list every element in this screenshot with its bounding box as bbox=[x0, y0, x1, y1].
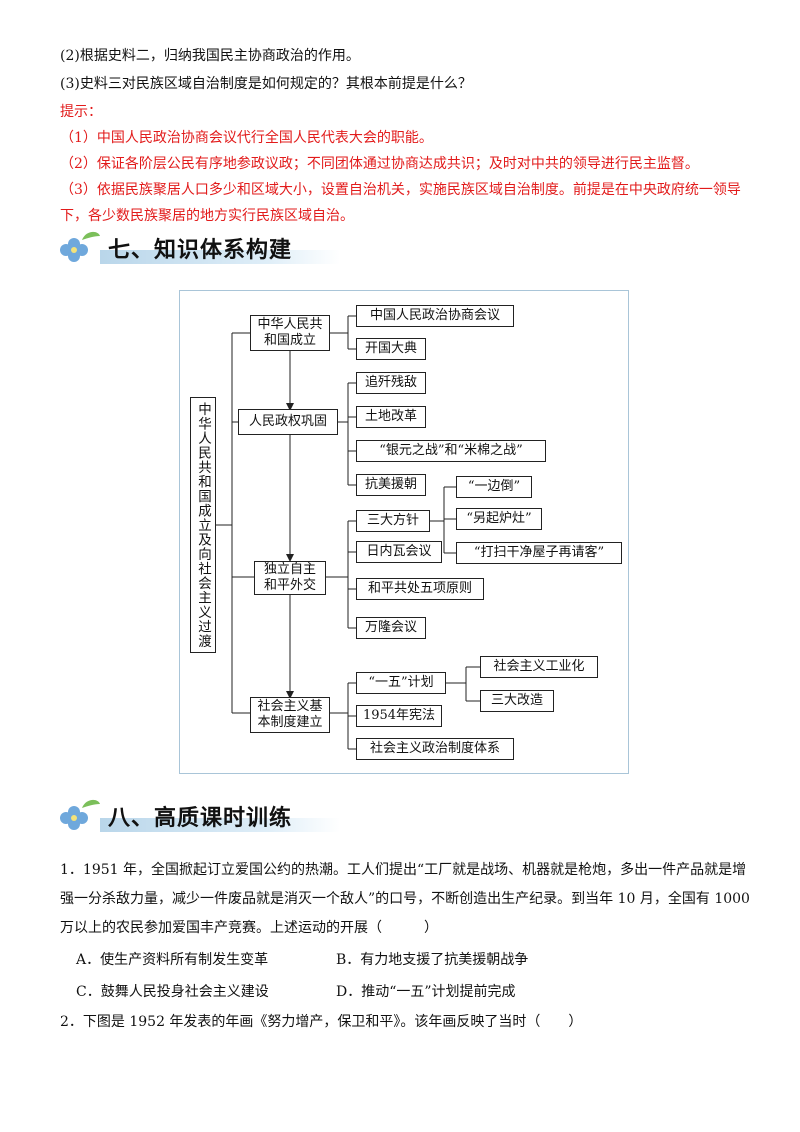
node-economic-battles: “银元之战”和“米棉之战” bbox=[356, 440, 546, 462]
section-7-title: 七、知识体系构建 bbox=[108, 238, 293, 263]
node-diplomacy-label: 独立自主和平外交 bbox=[263, 562, 316, 593]
node-constitution: 1954年宪法 bbox=[356, 705, 442, 727]
hint-line-4: 下，各少数民族聚居的地方实行民族区域自治。 bbox=[60, 208, 354, 224]
node-system-label: 社会主义基本制度建立 bbox=[257, 699, 323, 730]
node-three-policies: 三大方针 bbox=[356, 510, 430, 532]
q1-option-a[interactable]: A．使生产资料所有制发生变革 bbox=[76, 952, 269, 968]
node-clean-house: “打扫干净屋子再请客” bbox=[456, 542, 622, 564]
node-land-reform: 土地改革 bbox=[356, 406, 426, 428]
node-lean-one-side: “一边倒” bbox=[456, 476, 532, 498]
section-7-heading: 七、知识体系构建 bbox=[60, 228, 340, 268]
node-diplomacy: 独立自主和平外交 bbox=[254, 561, 326, 595]
q1-line-2: 强一分杀敌力量，减少一件废品就是消灭一个敌人”的口号，不断创造出生产纪录。到当年… bbox=[60, 891, 750, 907]
diagram-connectors bbox=[216, 315, 480, 750]
node-system: 社会主义基本制度建立 bbox=[250, 697, 330, 733]
heading-bar bbox=[100, 818, 340, 832]
root-label: 中华人民共和国成立及向社会主义过渡 bbox=[195, 401, 211, 649]
node-cppcc: 中国人民政治协商会议 bbox=[356, 305, 514, 327]
hint-line-1: （1）中国人民政治协商会议代行全国人民代表大会的职能。 bbox=[60, 130, 433, 146]
node-founding-label: 中华人民共和国成立 bbox=[257, 317, 323, 348]
node-geneva: 日内瓦会议 bbox=[356, 541, 442, 563]
flower-icon bbox=[60, 799, 100, 830]
node-five-year-plan: “一五”计划 bbox=[356, 672, 446, 694]
node-consolidation: 人民政权巩固 bbox=[238, 409, 338, 435]
q1-option-c[interactable]: C．鼓舞人民投身社会主义建设 bbox=[76, 984, 269, 1000]
node-industrialization: 社会主义工业化 bbox=[480, 656, 598, 678]
hint-label: 提示： bbox=[60, 104, 102, 120]
q1-line-1: 1．1951 年，全国掀起订立爱国公约的热潮。工人们提出“工厂就是战场、机器就是… bbox=[60, 862, 747, 878]
node-political-system: 社会主义政治制度体系 bbox=[356, 738, 514, 760]
q2-text: 2．下图是 1952 年发表的年画《努力增产，保卫和平》。该年画反映了当时（ ） bbox=[60, 1014, 583, 1030]
root-node: 中华人民共和国成立及向社会主义过渡 bbox=[190, 397, 216, 653]
section-8-title: 八、高质课时训练 bbox=[108, 806, 293, 831]
flower-icon bbox=[60, 231, 100, 262]
heading-bar bbox=[100, 250, 340, 264]
question-3-text: (3)史料三对民族区域自治制度是如何规定的？其根本前提是什么？ bbox=[60, 76, 472, 92]
node-founding: 中华人民共和国成立 bbox=[250, 315, 330, 351]
node-korea-war: 抗美援朝 bbox=[356, 474, 426, 496]
q1-line-3: 万以上的农民参加爱国丰产竞赛。上述运动的开展（ ） bbox=[60, 920, 438, 936]
node-bandung: 万隆会议 bbox=[356, 617, 426, 639]
hint-line-3: （3）依据民族聚居人口多少和区域大小，设置自治机关，实施民族区域自治制度。前提是… bbox=[60, 182, 741, 198]
q1-option-b[interactable]: B．有力地支援了抗美援朝战争 bbox=[336, 952, 529, 968]
knowledge-diagram: 中华人民共和国成立及向社会主义过渡 中华人民共和国成立 人民政权巩固 独立自主和… bbox=[179, 290, 629, 774]
q1-option-d[interactable]: D．推动“一五”计划提前完成 bbox=[336, 984, 516, 1000]
hint-line-2: （2）保证各阶层公民有序地参政议政；不同团体通过协商达成共识；及时对中共的领导进… bbox=[60, 156, 699, 172]
node-three-transformations: 三大改造 bbox=[480, 690, 554, 712]
node-remnants: 追歼残敌 bbox=[356, 372, 426, 394]
node-founding-ceremony: 开国大典 bbox=[356, 338, 426, 360]
node-five-principles: 和平共处五项原则 bbox=[356, 578, 484, 600]
node-new-start: “另起炉灶” bbox=[456, 508, 542, 530]
section-8-heading: 八、高质课时训练 bbox=[60, 796, 340, 836]
question-2-text: (2)根据史料二，归纳我国民主协商政治的作用。 bbox=[60, 48, 360, 64]
